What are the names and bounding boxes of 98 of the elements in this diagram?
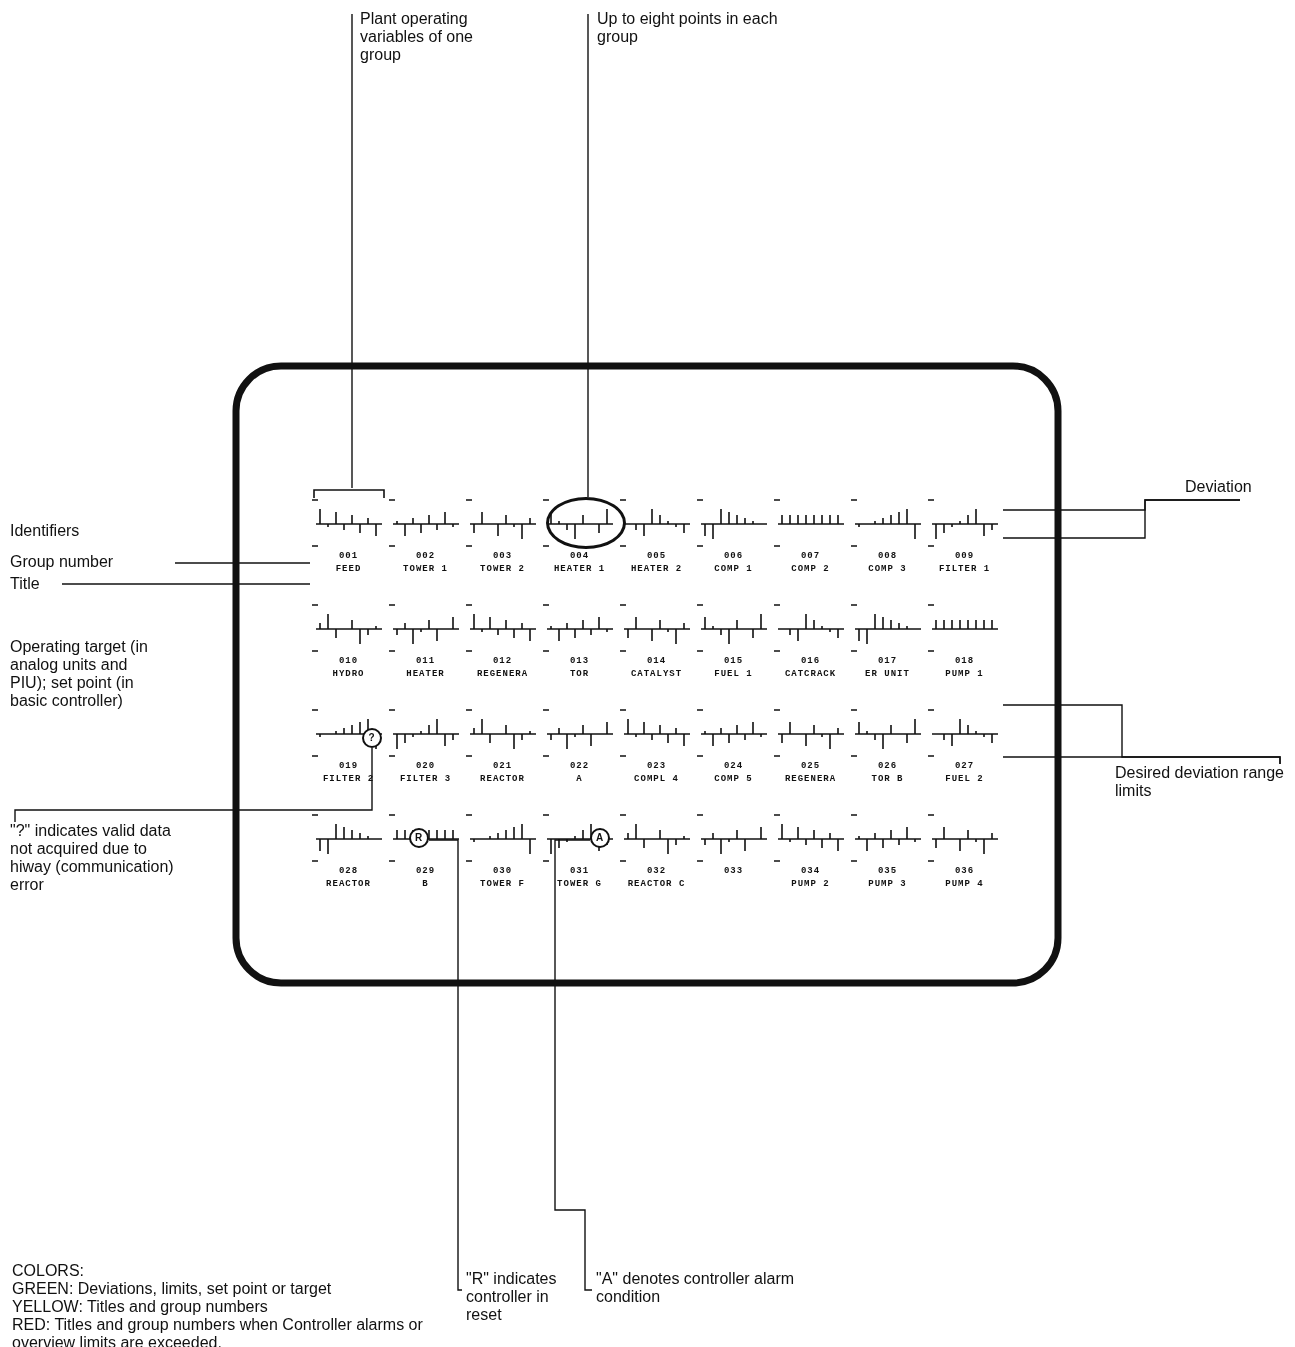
group-number: 015 xyxy=(723,655,744,668)
group-title: COMPL 4 xyxy=(634,773,679,786)
group-number: 004 xyxy=(569,550,590,563)
group-title: B xyxy=(422,878,429,891)
group-number: 005 xyxy=(646,550,667,563)
leader-line xyxy=(351,13,353,489)
group-number: 016 xyxy=(800,655,821,668)
group-title: REACTOR xyxy=(480,773,525,786)
group-number: 021 xyxy=(492,760,513,773)
group-number: 025 xyxy=(800,760,821,773)
group-number: 010 xyxy=(338,655,359,668)
group-title: PUMP 4 xyxy=(945,878,984,891)
group-title: REACTOR xyxy=(326,878,371,891)
group-number: 033 xyxy=(723,865,744,878)
group-number: 009 xyxy=(954,550,975,563)
group-title: TOR B xyxy=(871,773,904,786)
group-title: TOWER F xyxy=(480,878,525,891)
leader-line xyxy=(428,839,463,1291)
callout-text: "R" indicates controller in reset xyxy=(462,1270,587,1345)
leader-line xyxy=(61,583,311,585)
group-title: COMP 5 xyxy=(714,773,753,786)
highlight-ellipse xyxy=(546,497,626,549)
group-number: 001 xyxy=(338,550,359,563)
group-number: 003 xyxy=(492,550,513,563)
callout-text: Deviation xyxy=(1185,478,1285,500)
group-title: TOWER G xyxy=(557,878,602,891)
status-marker: A xyxy=(590,828,610,848)
group-title: COMP 3 xyxy=(868,563,907,576)
group-number: 030 xyxy=(492,865,513,878)
group-title: HYDRO xyxy=(332,668,365,681)
callout-text: Title xyxy=(10,575,62,595)
group-number: 023 xyxy=(646,760,667,773)
note-text: GREEN: Deviations, limits, set point or target xyxy=(12,1280,333,1298)
status-marker: ? xyxy=(362,728,382,748)
group-title: REACTOR C xyxy=(627,878,686,891)
note-text: YELLOW: Titles and group numbers xyxy=(12,1298,269,1316)
callout-text: Up to eight points in each group xyxy=(588,10,788,60)
group-number: 018 xyxy=(954,655,975,668)
group-number: 031 xyxy=(569,865,590,878)
group-title: TOR xyxy=(569,668,590,681)
group-number: 006 xyxy=(723,550,744,563)
group-number: 034 xyxy=(800,865,821,878)
group-number: 027 xyxy=(954,760,975,773)
group-number: 029 xyxy=(415,865,436,878)
group-number: 011 xyxy=(415,655,436,668)
leader-line xyxy=(14,747,373,823)
leader-line xyxy=(174,562,311,564)
group-number: 026 xyxy=(877,760,898,773)
callout-text: Plant operating variables of one group xyxy=(352,10,517,82)
callout-text: "A" denotes controller alarm condition xyxy=(592,1270,807,1310)
group-title: TOWER 2 xyxy=(480,563,525,576)
group-title: FILTER 1 xyxy=(938,563,991,576)
group-title: FUEL 2 xyxy=(945,773,984,786)
callout-text: "?" indicates valid data not acquired due to hiway (communication) error xyxy=(10,822,175,957)
group-number: 014 xyxy=(646,655,667,668)
group-title: HEATER 2 xyxy=(630,563,683,576)
group-title: REGENERA xyxy=(476,668,529,681)
group-title: COMP 1 xyxy=(714,563,753,576)
group-number: 024 xyxy=(723,760,744,773)
note-text: Identifiers xyxy=(10,522,81,540)
group-title: ER UNIT xyxy=(865,668,910,681)
leader-line xyxy=(1002,704,1281,765)
group-number: 022 xyxy=(569,760,590,773)
group-title: FILTER 3 xyxy=(399,773,452,786)
group-title: PUMP 2 xyxy=(791,878,830,891)
status-marker: R xyxy=(409,828,429,848)
group-title: FILTER 2 xyxy=(322,773,375,786)
group-title: FEED xyxy=(335,563,362,576)
group-number: 019 xyxy=(338,760,359,773)
group-number: 017 xyxy=(877,655,898,668)
note-text: COLORS: xyxy=(12,1262,85,1280)
note-text: Operating target (in analog units and PIU); set point (in basic controller) xyxy=(10,638,149,710)
group-number: 032 xyxy=(646,865,667,878)
group-number: 020 xyxy=(415,760,436,773)
group-title: REGENERA xyxy=(784,773,837,786)
leader-line xyxy=(1002,499,1241,539)
group-title: COMP 2 xyxy=(791,563,830,576)
callout-text: Desired deviation range limits xyxy=(1115,764,1290,806)
group-number: 012 xyxy=(492,655,513,668)
group-title: A xyxy=(576,773,583,786)
group-title: CATALYST xyxy=(630,668,683,681)
group-title: HEATER xyxy=(406,668,445,681)
group-number: 002 xyxy=(415,550,436,563)
group-title: FUEL 1 xyxy=(714,668,753,681)
group-title: PUMP 1 xyxy=(945,668,984,681)
group-title: HEATER 1 xyxy=(553,563,606,576)
group-number: 007 xyxy=(800,550,821,563)
group-title: PUMP 3 xyxy=(868,878,907,891)
group-number: 008 xyxy=(877,550,898,563)
group-title: CATCRACK xyxy=(784,668,837,681)
group-number: 028 xyxy=(338,865,359,878)
leader-line xyxy=(587,13,589,498)
leader-line xyxy=(554,839,593,1291)
group-number: 013 xyxy=(569,655,590,668)
callout-text: Group number xyxy=(10,553,175,573)
group-number: 036 xyxy=(954,865,975,878)
group-title: TOWER 1 xyxy=(403,563,448,576)
group-number: 035 xyxy=(877,865,898,878)
